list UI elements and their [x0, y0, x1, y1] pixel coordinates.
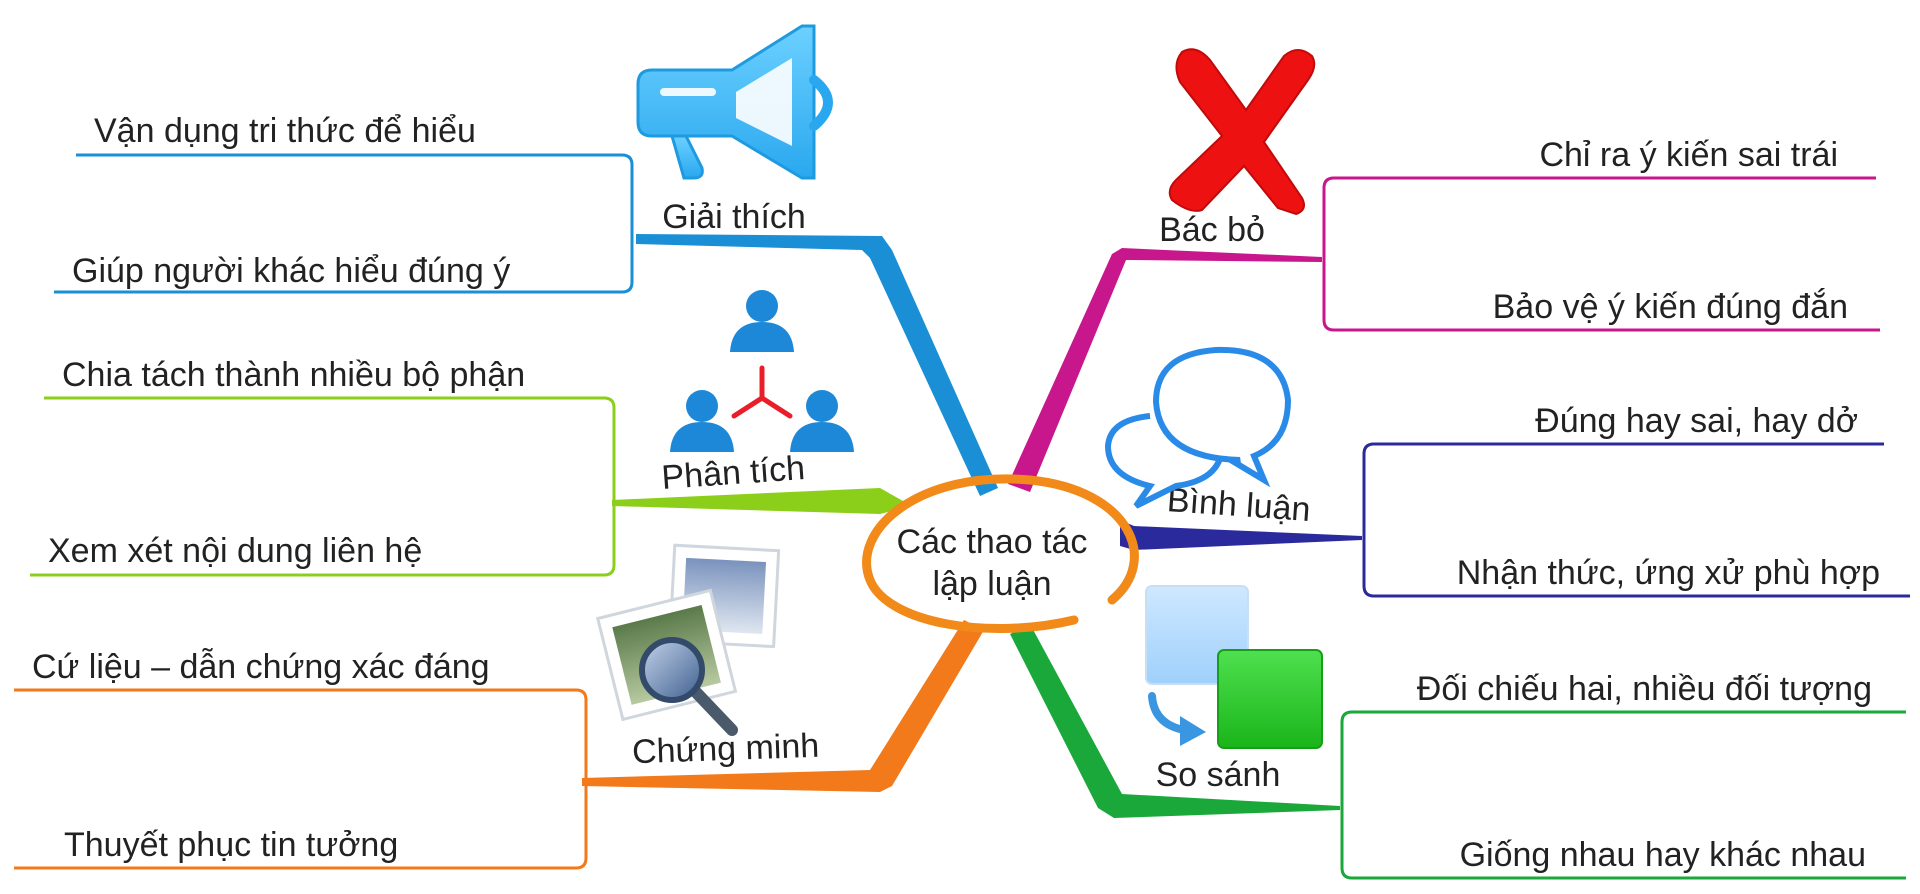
magnifier-photos-icon	[595, 543, 781, 736]
branch-label-giai-thich[interactable]: Giải thích	[662, 198, 806, 236]
center-title-line2: lập luận	[932, 565, 1051, 603]
leaf-binh-luan-2[interactable]: Nhận thức, ứng xử phù hợp	[1457, 554, 1880, 592]
compare-squares-icon	[1145, 585, 1323, 749]
center-node[interactable]: Các thao tác lập luận	[862, 474, 1139, 633]
branch-label-so-sanh[interactable]: So sánh	[1156, 756, 1281, 794]
branch-label-binh-luan[interactable]: Bình luận	[1166, 481, 1312, 529]
chung-minh-connector	[14, 688, 588, 870]
branch-binh-luan-line	[1120, 520, 1362, 550]
so-sanh-connector	[1340, 710, 1906, 880]
center-ring	[862, 474, 1139, 633]
branch-giai-thich-line	[636, 234, 998, 496]
leaf-bac-bo-1[interactable]: Chỉ ra ý kiến sai trái	[1539, 136, 1838, 174]
leaf-giai-thich-1[interactable]: Vận dụng tri thức để hiểu	[94, 112, 476, 150]
leaf-so-sanh-2[interactable]: Giống nhau hay khác nhau	[1460, 836, 1866, 874]
leaf-phan-tich-1[interactable]: Chia tách thành nhiều bộ phận	[62, 356, 525, 394]
megaphone-icon	[636, 24, 833, 180]
leaf-bac-bo-2[interactable]: Bảo vệ ý kiến đúng đắn	[1493, 288, 1848, 326]
branch-chung-minh-line	[582, 620, 984, 792]
branch-so-sanh-line	[1010, 624, 1340, 818]
speech-bubbles-icon	[1104, 346, 1292, 509]
giai-thich-connector	[54, 153, 634, 294]
bac-bo-connector	[1322, 176, 1880, 332]
branch-label-phan-tich[interactable]: Phân tích	[660, 449, 806, 497]
leaf-chung-minh-1[interactable]: Cứ liệu – dẫn chứng xác đáng	[32, 648, 490, 686]
center-title-line1: Các thao tác	[897, 523, 1088, 561]
leaf-giai-thich-2[interactable]: Giúp người khác hiểu đúng ý	[72, 252, 510, 290]
binh-luan-connector	[1362, 442, 1910, 598]
branch-bac-bo-line	[1008, 248, 1322, 492]
leaf-so-sanh-1[interactable]: Đối chiếu hai, nhiều đối tượng	[1417, 670, 1872, 708]
branch-phan-tich-line	[612, 488, 912, 514]
branch-label-bac-bo[interactable]: Bác bỏ	[1159, 211, 1265, 249]
phan-tich-connector	[30, 396, 616, 577]
people-network-icon	[670, 290, 854, 452]
leaf-binh-luan-1[interactable]: Đúng hay sai, hay dở	[1535, 402, 1858, 440]
leaf-chung-minh-2[interactable]: Thuyết phục tin tưởng	[64, 826, 398, 864]
red-x-icon	[1168, 48, 1316, 216]
branch-label-chung-minh[interactable]: Chứng minh	[631, 727, 819, 772]
leaf-phan-tich-2[interactable]: Xem xét nội dung liên hệ	[48, 532, 422, 570]
